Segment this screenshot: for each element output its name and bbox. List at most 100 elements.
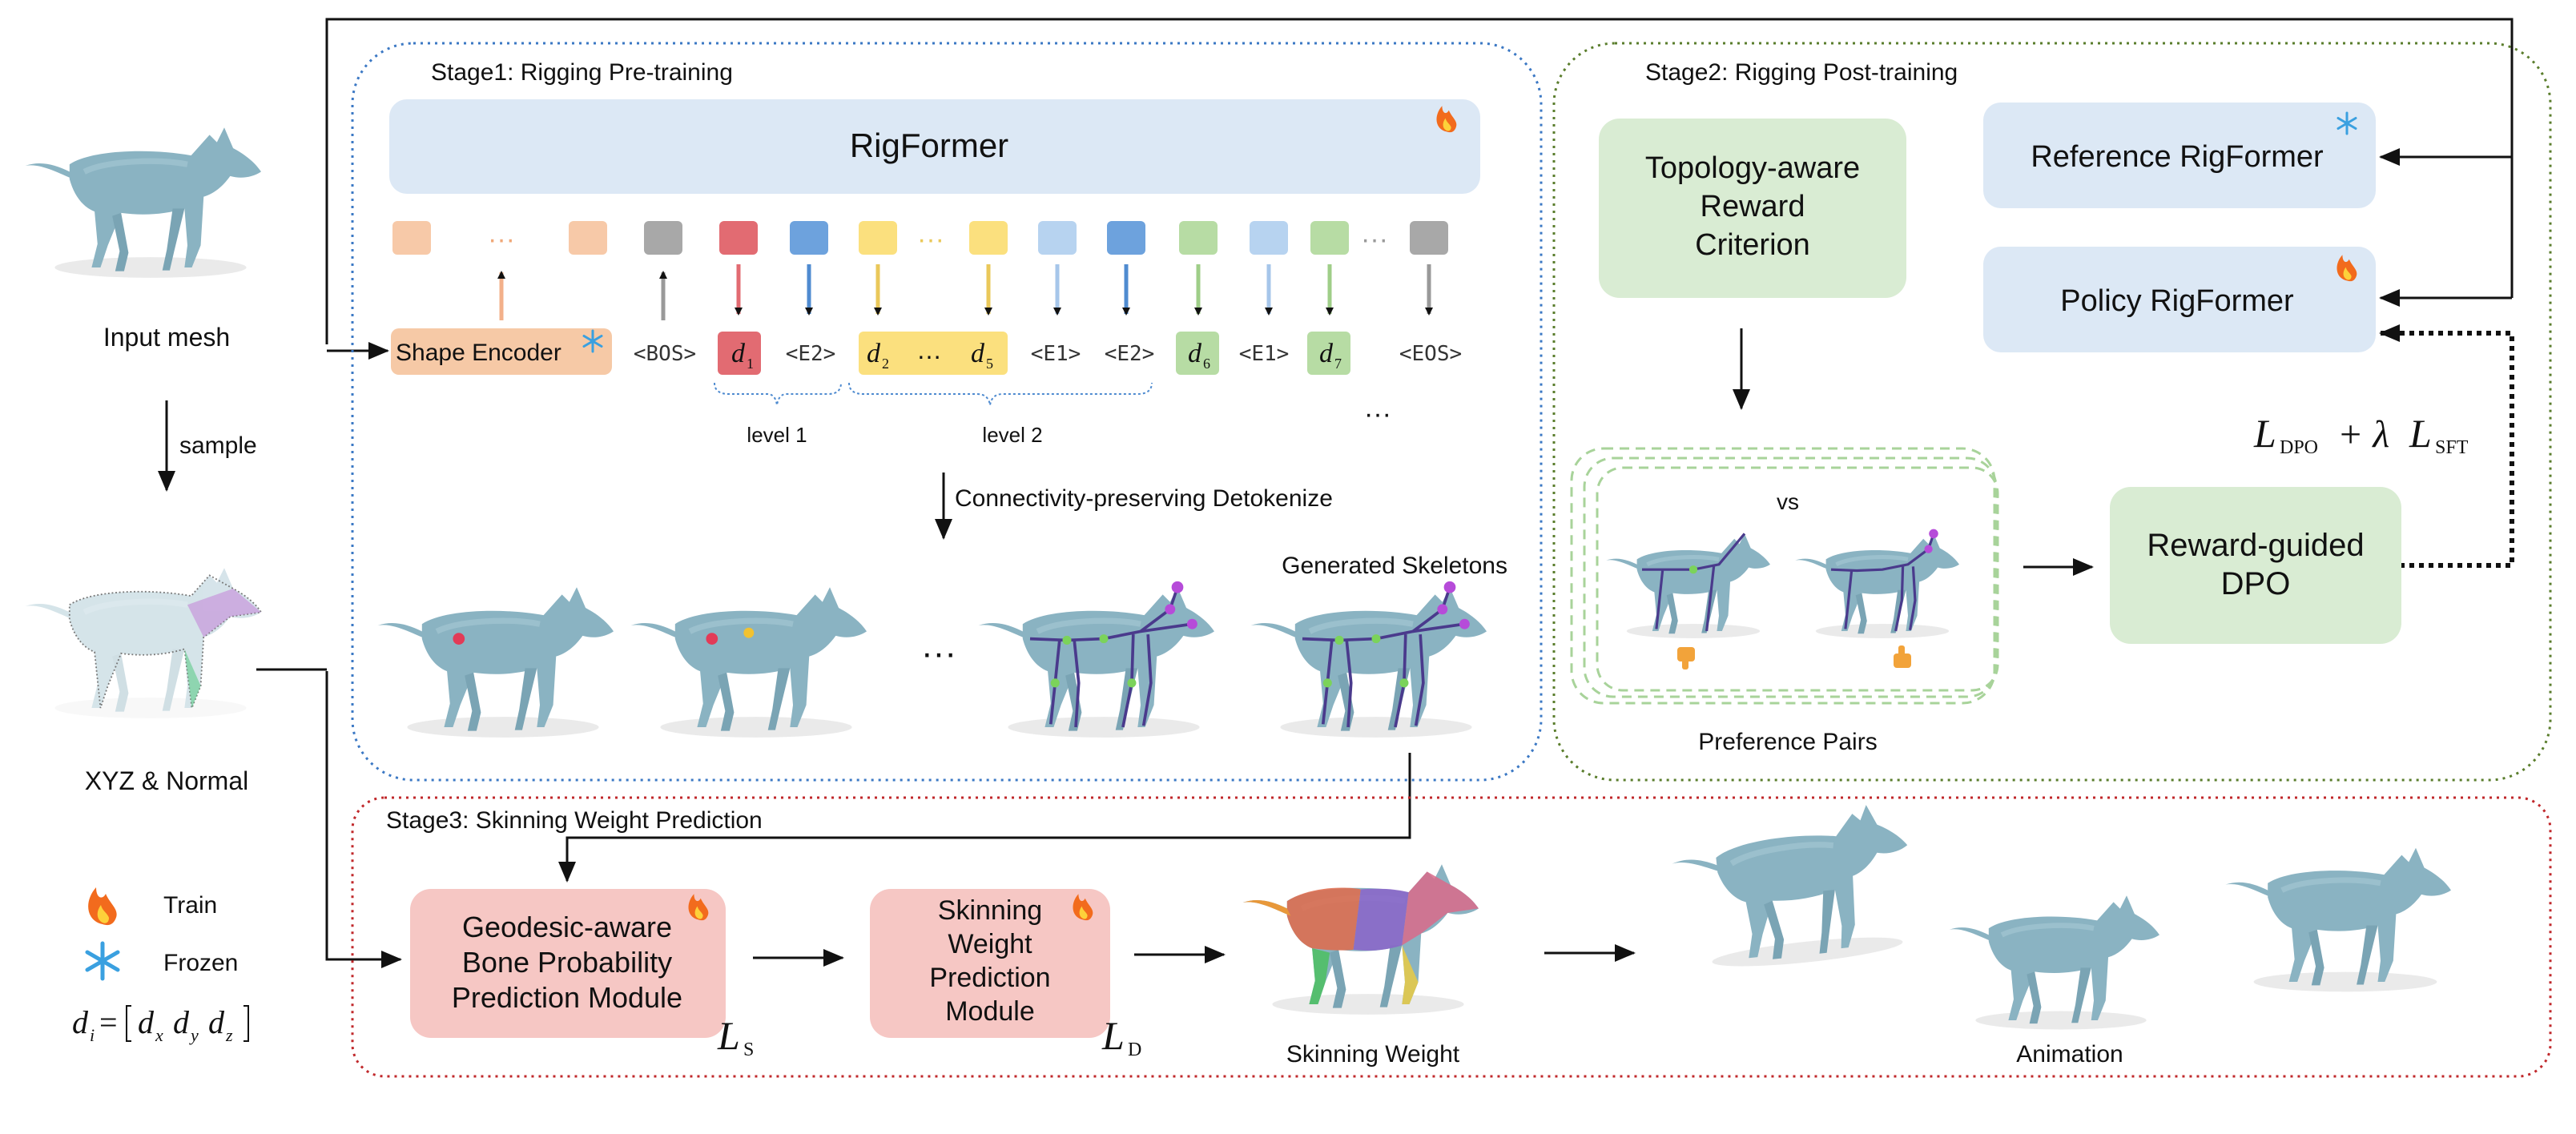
- token-d2-sub: 2: [882, 356, 889, 372]
- animation-wolf-3: [2225, 848, 2451, 992]
- loss-dpo-sub: DPO: [2280, 437, 2318, 458]
- snowflake-icon: [582, 329, 603, 353]
- points-label: XYZ & Normal: [85, 766, 248, 795]
- rigformer-box: [389, 99, 1480, 194]
- level-braces: [714, 382, 1153, 406]
- token-arrows: [497, 264, 1433, 320]
- preference-wolf-chosen: [1795, 529, 1959, 638]
- token-e2-a: <E2>: [786, 342, 836, 366]
- geodesic-module-box: [410, 889, 726, 1038]
- token-d7-box: [1307, 332, 1350, 375]
- animation-wolf-1: [1668, 801, 1918, 975]
- token-d6-box: [1176, 332, 1219, 375]
- loss-s: L S: [717, 1013, 754, 1060]
- skinning-weight-wolf: [1243, 864, 1479, 1015]
- policy-rigformer-label: Policy RigFormer: [2060, 284, 2294, 318]
- input-token-row: <BOS> d 1 <E2> d 2 … d 5 <E1> <E2> d 6 <…: [634, 332, 1462, 375]
- token-e1-a: <E1>: [1031, 342, 1081, 366]
- token-d6: d: [1188, 339, 1202, 368]
- stage1-title: Stage1: Rigging Pre-training: [431, 59, 733, 86]
- skinning-line2: Weight: [948, 929, 1032, 959]
- token-e2-b: <E2>: [1105, 342, 1155, 366]
- loss-d: L D: [1101, 1013, 1141, 1060]
- token-d5-sub: 5: [986, 356, 993, 372]
- loss-sft-sub: SFT: [2435, 437, 2469, 458]
- output-token-row: ··· ··· ···: [392, 221, 1448, 255]
- loss-s-symbol: L: [717, 1013, 740, 1058]
- stage2-title: Stage2: Rigging Post-training: [1645, 59, 1958, 86]
- token-d1-sub: 1: [747, 356, 754, 372]
- policy-rigformer-box: [1983, 247, 2376, 352]
- loss-sft-symbol: L: [2409, 411, 2432, 456]
- token-e1-b: <E1>: [1239, 342, 1290, 366]
- geodesic-line3: Prediction Module: [452, 981, 682, 1014]
- token-d1-box: [718, 332, 761, 375]
- animation-label: Animation: [2016, 1041, 2123, 1068]
- level1-label: level 1: [747, 423, 807, 447]
- thumbs-up-icon: [1894, 645, 1911, 668]
- skeleton-wolf-1: [378, 587, 614, 738]
- fire-icon: [1073, 894, 1093, 921]
- fire-icon: [688, 894, 709, 921]
- stage3-title: Stage3: Skinning Weight Prediction: [386, 807, 763, 834]
- connector-lines: [158, 18, 2514, 968]
- skeleton-wolf-3: [979, 581, 1214, 738]
- loss-s-sub: S: [743, 1040, 754, 1060]
- snowflake-icon: [2337, 111, 2357, 135]
- input-mesh-figure: [26, 127, 261, 278]
- vs-label: vs: [1777, 489, 1799, 514]
- legend-train-label: Train: [163, 892, 217, 919]
- token-ellipsis-orange: ···: [488, 224, 515, 255]
- reward-criterion-line2: Reward: [1701, 190, 1805, 223]
- formula-sub-z: z: [225, 1025, 233, 1045]
- reward-criterion-line3: Criterion: [1695, 228, 1810, 262]
- geodesic-line1: Geodesic-aware: [462, 911, 672, 943]
- skeleton-wolf-4: [1251, 581, 1487, 738]
- legend-frozen-label: Frozen: [163, 950, 238, 976]
- preference-pairs-label: Preference Pairs: [1698, 729, 1877, 755]
- formula-sub-y: y: [189, 1025, 199, 1045]
- snowflake-icon: [85, 941, 120, 981]
- reward-criterion-line1: Topology-aware: [1645, 151, 1860, 185]
- token-d7-sub: 7: [1334, 356, 1342, 372]
- token-d2-d5-box: [859, 332, 1008, 375]
- stage2-frame: [1552, 42, 2552, 782]
- point-cloud-figure: [26, 568, 261, 718]
- token-d1: d: [731, 339, 746, 368]
- reward-criterion-box: [1599, 119, 1906, 298]
- dpo-loss-formula: L DPO + λ L SFT: [2253, 411, 2469, 458]
- skinning-weight-label: Skinning Weight: [1286, 1041, 1460, 1068]
- reward-dpo-line1: Reward-guided: [2147, 528, 2364, 563]
- fire-icon: [2337, 255, 2357, 282]
- shape-encoder-label: Shape Encoder: [396, 340, 561, 366]
- loss-d-symbol: L: [1101, 1013, 1125, 1058]
- token-eos: <EOS>: [1399, 342, 1462, 366]
- skinning-line1: Skinning: [938, 895, 1042, 926]
- formula-term-z: d: [208, 1004, 225, 1040]
- preference-pairs-frame: [1570, 447, 1999, 705]
- loss-dpo-symbol: L: [2253, 411, 2276, 456]
- legend: Train Frozen d i = d x d y d z: [72, 887, 249, 1045]
- fire-icon: [1436, 106, 1457, 133]
- reward-dpo-box: [2110, 487, 2401, 644]
- token-ellipsis: …: [916, 336, 942, 364]
- token-ellipsis-yellow: ···: [917, 224, 944, 255]
- formula-sub-x: x: [155, 1025, 163, 1045]
- rigformer-label: RigFormer: [850, 127, 1008, 164]
- skeleton-ellipsis: ···: [921, 633, 956, 673]
- animation-wolf-2: [1950, 895, 2159, 1029]
- token-d6-sub: 6: [1203, 356, 1210, 372]
- token-formula: d i = d x d y d z: [72, 1004, 249, 1045]
- reference-rigformer-label: Reference RigFormer: [2031, 140, 2324, 174]
- loss-d-sub: D: [1128, 1040, 1141, 1060]
- token-ellipsis-gray: ···: [1361, 224, 1388, 255]
- formula-lhs: d: [72, 1004, 89, 1040]
- formula-term-y: d: [173, 1004, 190, 1040]
- fire-icon: [88, 887, 117, 926]
- sample-label: sample: [179, 432, 257, 459]
- token-bos: <BOS>: [634, 342, 696, 366]
- stage1-ellipsis: ···: [1364, 399, 1391, 429]
- skinning-line4: Module: [945, 996, 1035, 1027]
